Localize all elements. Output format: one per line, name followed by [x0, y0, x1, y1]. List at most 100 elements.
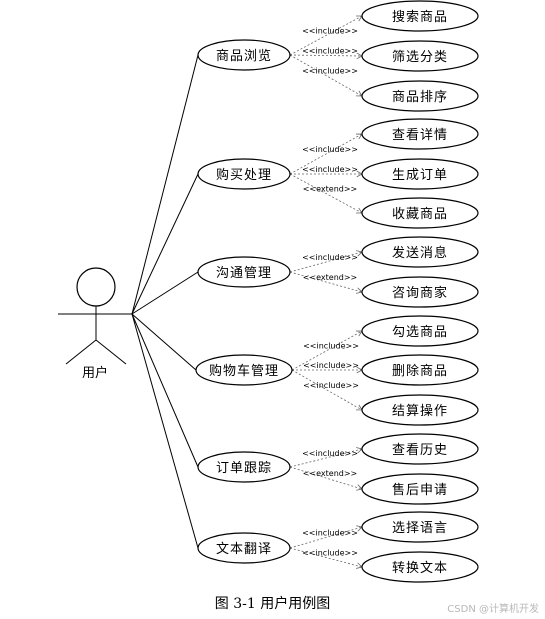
use-case-ellipse [197, 39, 291, 71]
use-case-sub: 商品排序 [361, 80, 479, 112]
dependency-arrowhead [356, 484, 363, 491]
use-case-main: 沟通管理 [197, 256, 291, 288]
dependency-arrowhead [355, 330, 363, 337]
stereotype-label: <<include>> [302, 253, 358, 262]
use-case-main: 购物车管理 [195, 354, 293, 386]
use-case-sub: 咨询商家 [361, 276, 479, 308]
use-case-label: 选择语言 [392, 521, 448, 536]
use-case-main: 商品浏览 [197, 39, 291, 71]
use-case-ellipse [361, 80, 479, 112]
dependency-line [289, 133, 363, 175]
use-case-label: 购物车管理 [209, 363, 279, 379]
stereotype-label: <<include>> [302, 27, 358, 36]
use-case-ellipse [361, 551, 479, 583]
use-case-sub: 选择语言 [361, 511, 479, 543]
use-case-label: 转换文本 [392, 561, 448, 576]
use-case-label: 文本翻译 [216, 542, 272, 557]
use-case-sub: 结算操作 [361, 394, 479, 426]
use-case-label: 勾选商品 [392, 325, 448, 340]
association-line [131, 313, 197, 371]
use-case-ellipse [197, 256, 291, 288]
actor-label: 用户 [82, 365, 108, 381]
dependency-line [291, 330, 363, 371]
use-case-sub: 查看历史 [361, 433, 479, 465]
association-line [131, 271, 199, 315]
use-case-sub: 删除商品 [361, 354, 479, 386]
dependency-line [289, 173, 363, 214]
use-case-sub: 查看详情 [361, 118, 479, 150]
use-case-label: 筛选分类 [392, 50, 448, 65]
use-case-label: 收藏商品 [392, 207, 448, 222]
association-line [131, 313, 199, 468]
use-case-ellipse [361, 40, 479, 72]
dependency-line [289, 547, 363, 568]
use-case-label: 沟通管理 [216, 266, 272, 281]
dependency-line [291, 369, 363, 411]
use-case-ellipse [361, 315, 479, 347]
use-case-label: 订单跟踪 [216, 461, 272, 476]
dependency-arrowhead [355, 404, 363, 411]
use-case-ellipse [361, 276, 479, 308]
stereotype-label: <<include>> [303, 361, 359, 370]
watermark: CSDN @计算机开发 [447, 604, 539, 615]
use-case-label: 商品浏览 [216, 48, 272, 64]
use-case-ellipse [361, 197, 479, 229]
use-case-ellipse [361, 511, 479, 543]
use-case-ellipse [361, 118, 479, 150]
use-case-sub: 转换文本 [361, 551, 479, 583]
use-case-sub: 生成订单 [361, 158, 479, 190]
actor-left-leg [65, 339, 97, 365]
use-case-label: 结算操作 [392, 403, 448, 419]
use-case-ellipse [195, 354, 293, 386]
use-case-ellipse [361, 158, 479, 190]
use-case-main: 订单跟踪 [197, 451, 291, 483]
use-case-ellipse [197, 532, 291, 564]
use-case-sub: 发送消息 [361, 236, 479, 268]
use-case-label: 售后申请 [392, 482, 448, 498]
actor-user: 用户 [58, 267, 132, 381]
use-case-sub: 搜索商品 [361, 0, 479, 32]
use-case-label: 查看详情 [392, 127, 448, 143]
use-case-label: 生成订单 [392, 168, 448, 183]
dependency-lines: <<include>> <<include>> <<include>> <<inclu… [289, 15, 363, 569]
stereotype-label: <<include>> [303, 381, 359, 390]
stereotype-label: <<include>> [302, 67, 358, 76]
dependency-line [289, 526, 363, 549]
use-case-ellipse [361, 0, 479, 32]
association-line [131, 313, 199, 549]
stereotype-label: <<include>> [302, 165, 358, 174]
stereotype-label: <<include>> [302, 449, 358, 458]
dependency-line [289, 251, 363, 273]
stereotype-label: <<extend>> [303, 273, 358, 282]
use-case-ellipse [361, 354, 479, 386]
stereotype-label: <<include>> [303, 342, 359, 351]
use-case-label: 发送消息 [392, 245, 448, 261]
use-case-label: 搜索商品 [392, 10, 448, 25]
use-case-label: 查看历史 [392, 442, 448, 458]
use-case-ellipse [361, 433, 479, 465]
use-case-main: 文本翻译 [197, 532, 291, 564]
actor-right-leg [95, 339, 127, 365]
dependency-line [289, 54, 363, 57]
use-case-sub: 收藏商品 [361, 197, 479, 229]
use-case-label: 咨询商家 [392, 285, 448, 301]
dependency-line [289, 466, 363, 490]
use-case-main: 购买处理 [197, 158, 291, 190]
stereotype-label: <<include>> [302, 549, 358, 558]
use-case-sub: 售后申请 [361, 473, 479, 505]
association-line [131, 173, 199, 315]
dependency-line [289, 54, 363, 97]
actor-head [76, 267, 116, 307]
stereotype-label: <<include>> [302, 47, 358, 56]
stereotype-label: <<extend>> [303, 185, 358, 194]
stereotype-label: <<include>> [302, 145, 358, 154]
stereotype-label: <<include>> [302, 529, 358, 538]
association-lines [131, 54, 199, 549]
use-case-label: 商品排序 [392, 90, 448, 105]
stereotype-label: <<extend>> [303, 469, 358, 478]
use-case-ellipse [361, 394, 479, 426]
dependency-line [289, 271, 363, 293]
use-case-ellipse [361, 473, 479, 505]
use-case-ellipse [361, 236, 479, 268]
dependency-line [289, 15, 363, 56]
